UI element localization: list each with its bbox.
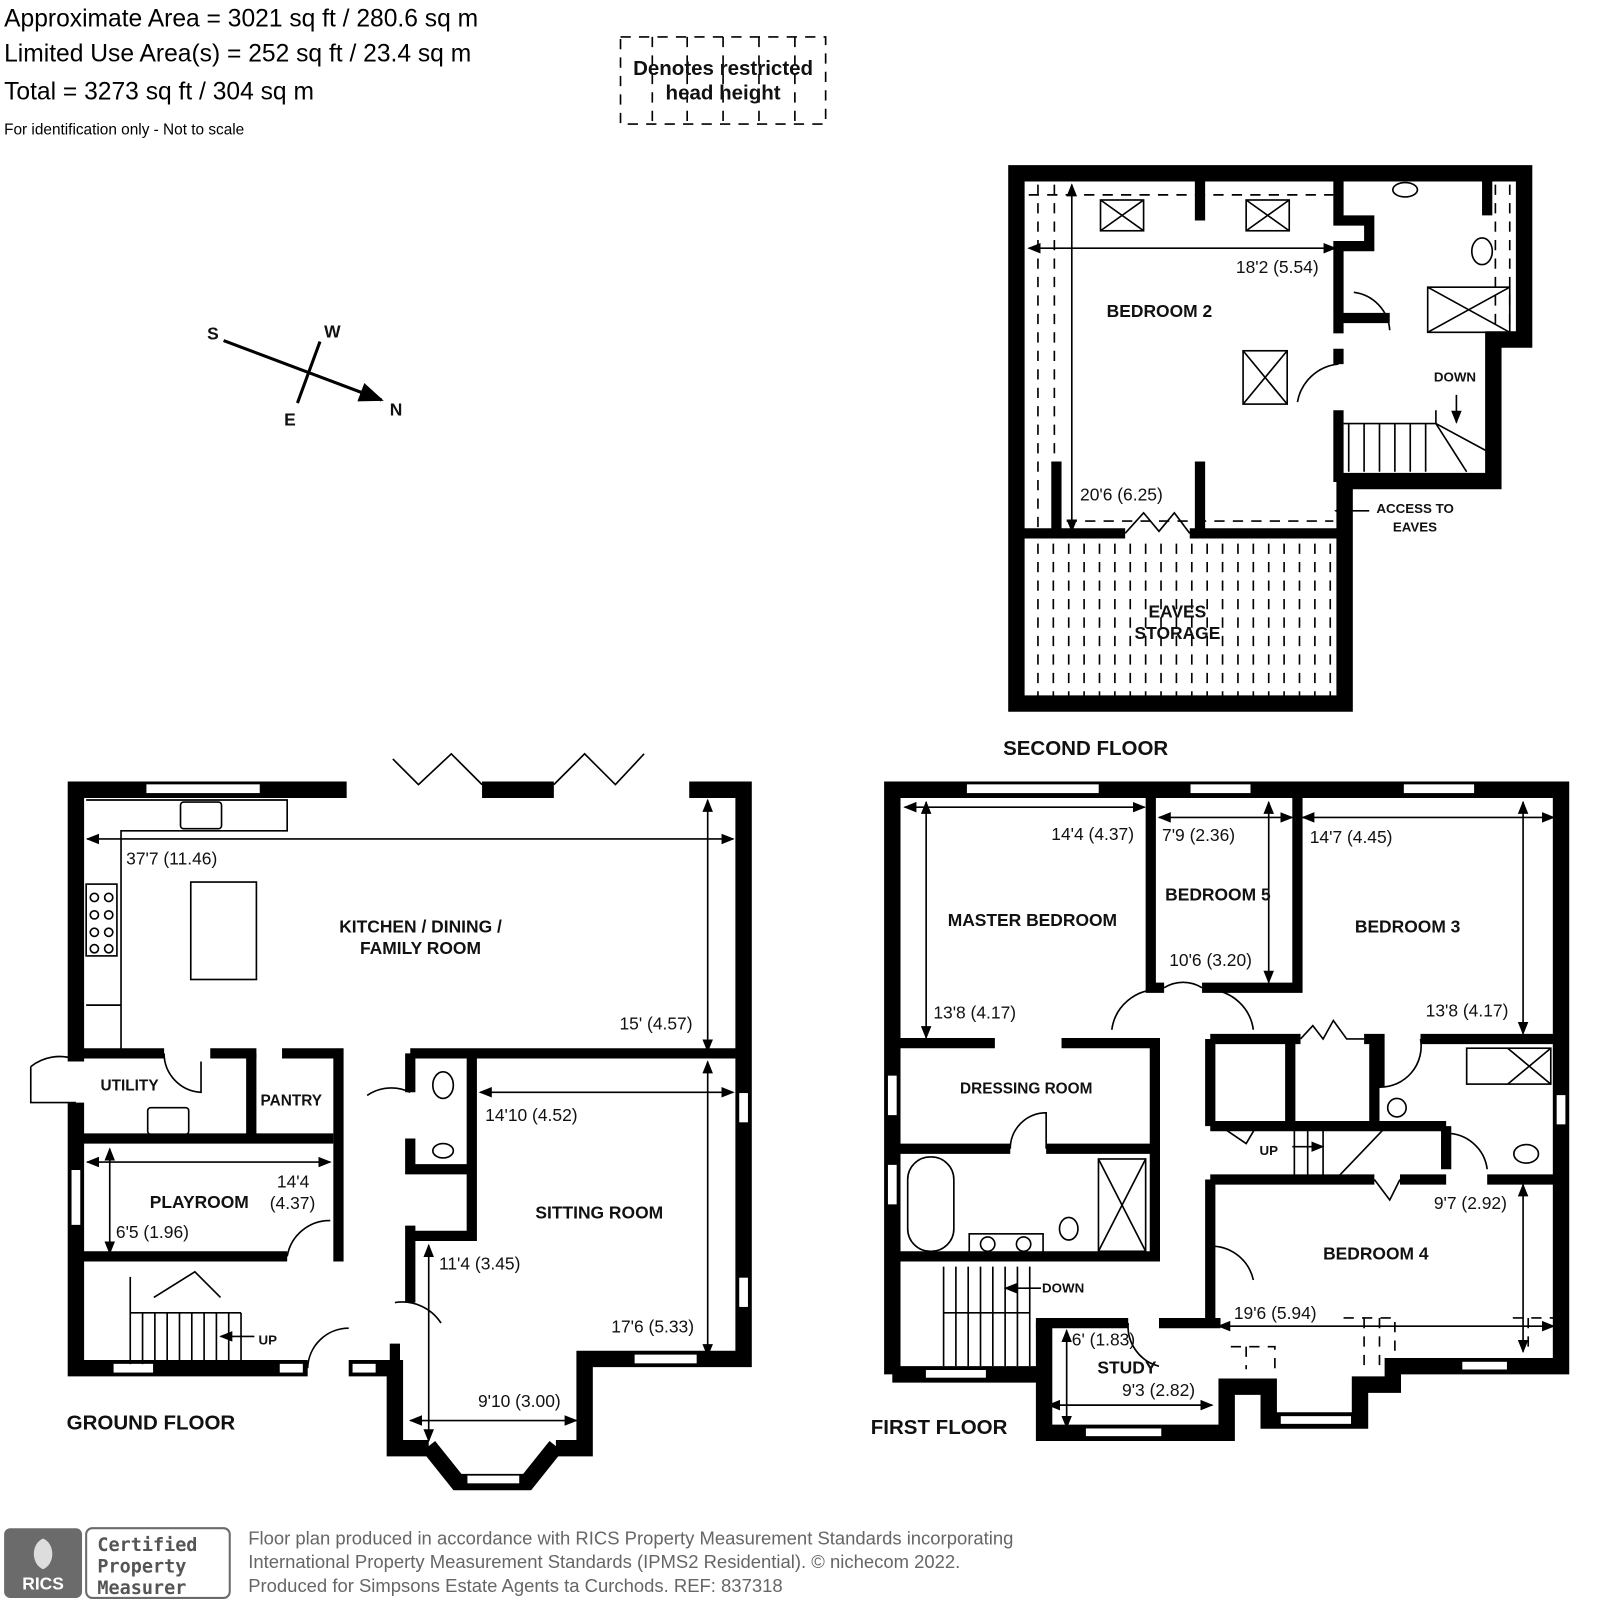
legend-line-2: head height <box>666 81 781 104</box>
area-summary: Approximate Area = 3021 sq ft / 280.6 sq… <box>4 6 478 139</box>
restricted-height-hatch <box>1028 184 1511 698</box>
bedroom2-width-dim: 18'2 (5.54) <box>1236 257 1319 277</box>
first-floor-plan: MASTER BEDROOM BEDROOM 5 BEDROOM 3 DRESS… <box>871 781 1570 1442</box>
legend-line-1: Denotes restricted <box>633 57 813 80</box>
restricted-height-legend: Denotes restricted head height <box>619 36 827 125</box>
second-floor-plan: 18'2 (5.54) 20'6 (6.25) BEDROOM 2 EAVES … <box>1003 165 1533 760</box>
room-pantry: PANTRY <box>261 1093 323 1110</box>
disclaimer: For identification only - Not to scale <box>4 121 244 138</box>
total-area: Total = 3273 sq ft / 304 sq m <box>4 78 314 105</box>
rics-badge: RICS Certified Property Measurer <box>4 1527 231 1599</box>
restricted-height-hatch-first <box>1230 1317 1554 1370</box>
bay-width-dim: 9'10 (3.00) <box>478 1391 561 1411</box>
room-playroom: PLAYROOM <box>150 1192 249 1212</box>
footer-line-3: Produced for Simpsons Estate Agents ta C… <box>248 1575 782 1596</box>
bedroom5-width-dim: 7'9 (2.36) <box>1162 825 1235 845</box>
ground-floor-plan: KITCHEN / DINING / FAMILY ROOM UTILITY P… <box>29 752 752 1491</box>
rics-logo-text: RICS <box>22 1574 64 1594</box>
sitting-bay-dim: 11'4 (3.45) <box>439 1254 520 1274</box>
compass-icon: S W E N <box>207 321 402 429</box>
bedroom4-depth-dim: 9'7 (2.92) <box>1434 1193 1507 1213</box>
badge-property: Property <box>97 1556 186 1577</box>
bedroom4-width-dim: 19'6 (5.94) <box>1234 1303 1317 1323</box>
compass-n: N <box>390 399 403 419</box>
compass-s: S <box>207 323 219 343</box>
room-eaves-storage-1: EAVES <box>1149 601 1207 621</box>
badge-measurer: Measurer <box>97 1578 186 1599</box>
stairs-down-label: DOWN <box>1042 1280 1084 1295</box>
room-eaves-storage-2: STORAGE <box>1135 623 1221 643</box>
footer-line-2: International Property Measurement Stand… <box>248 1551 960 1572</box>
badge-certified: Certified <box>97 1535 197 1556</box>
stairs-down-label: DOWN <box>1434 370 1476 385</box>
bedroom3-width-dim: 14'7 (4.45) <box>1310 827 1393 847</box>
access-to-eaves-1: ACCESS TO <box>1376 501 1454 516</box>
bedroom2-length-dim: 20'6 (6.25) <box>1080 485 1163 505</box>
stairs-up-label: UP <box>1259 1143 1278 1158</box>
compass-w: W <box>324 321 341 341</box>
room-utility: UTILITY <box>101 1077 159 1094</box>
kitchen-depth-dim: 15' (4.57) <box>619 1014 692 1034</box>
master-width-dim: 14'4 (4.37) <box>1051 824 1134 844</box>
stairs-up-label: UP <box>258 1333 277 1348</box>
room-kitchen-2: FAMILY ROOM <box>360 938 481 958</box>
playroom-depth-dim: 6'5 (1.96) <box>116 1222 189 1242</box>
room-bedroom-3: BEDROOM 3 <box>1355 916 1461 936</box>
ground-floor-title: GROUND FLOOR <box>67 1412 236 1435</box>
bedroom3-depth-dim: 13'8 (4.17) <box>1426 1000 1509 1020</box>
kitchen-width-dim: 37'7 (11.46) <box>126 849 217 869</box>
limited-use-area: Limited Use Area(s) = 252 sq ft / 23.4 s… <box>4 41 471 68</box>
room-kitchen-1: KITCHEN / DINING / <box>339 916 502 936</box>
sitting-depth-dim: 17'6 (5.33) <box>611 1316 694 1336</box>
approx-area: Approximate Area = 3021 sq ft / 280.6 sq… <box>4 6 478 33</box>
bedroom5-depth-dim: 10'6 (3.20) <box>1169 950 1252 970</box>
study-depth-dim: 6' (1.83) <box>1072 1330 1135 1350</box>
playroom-width-dim-1: 14'4 <box>277 1172 310 1192</box>
room-bedroom-5: BEDROOM 5 <box>1165 885 1271 905</box>
first-floor-title: FIRST FLOOR <box>871 1416 1008 1439</box>
room-dressing: DRESSING ROOM <box>960 1080 1092 1097</box>
sitting-width-dim: 14'10 (4.52) <box>485 1105 577 1125</box>
compass-e: E <box>284 410 296 430</box>
footer-line-1: Floor plan produced in accordance with R… <box>248 1528 1013 1549</box>
room-study: STUDY <box>1097 1357 1156 1377</box>
access-to-eaves-2: EAVES <box>1393 519 1437 534</box>
room-sitting: SITTING ROOM <box>535 1202 663 1222</box>
playroom-width-dim-2: (4.37) <box>270 1193 316 1213</box>
room-bedroom-4: BEDROOM 4 <box>1323 1243 1429 1263</box>
lion-logo-icon <box>33 1538 53 1570</box>
study-width-dim: 9'3 (2.82) <box>1122 1380 1195 1400</box>
room-master-bedroom: MASTER BEDROOM <box>948 910 1117 930</box>
second-floor-title: SECOND FLOOR <box>1003 737 1168 760</box>
room-bedroom-2: BEDROOM 2 <box>1107 301 1213 321</box>
master-depth-dim: 13'8 (4.17) <box>933 1002 1016 1022</box>
